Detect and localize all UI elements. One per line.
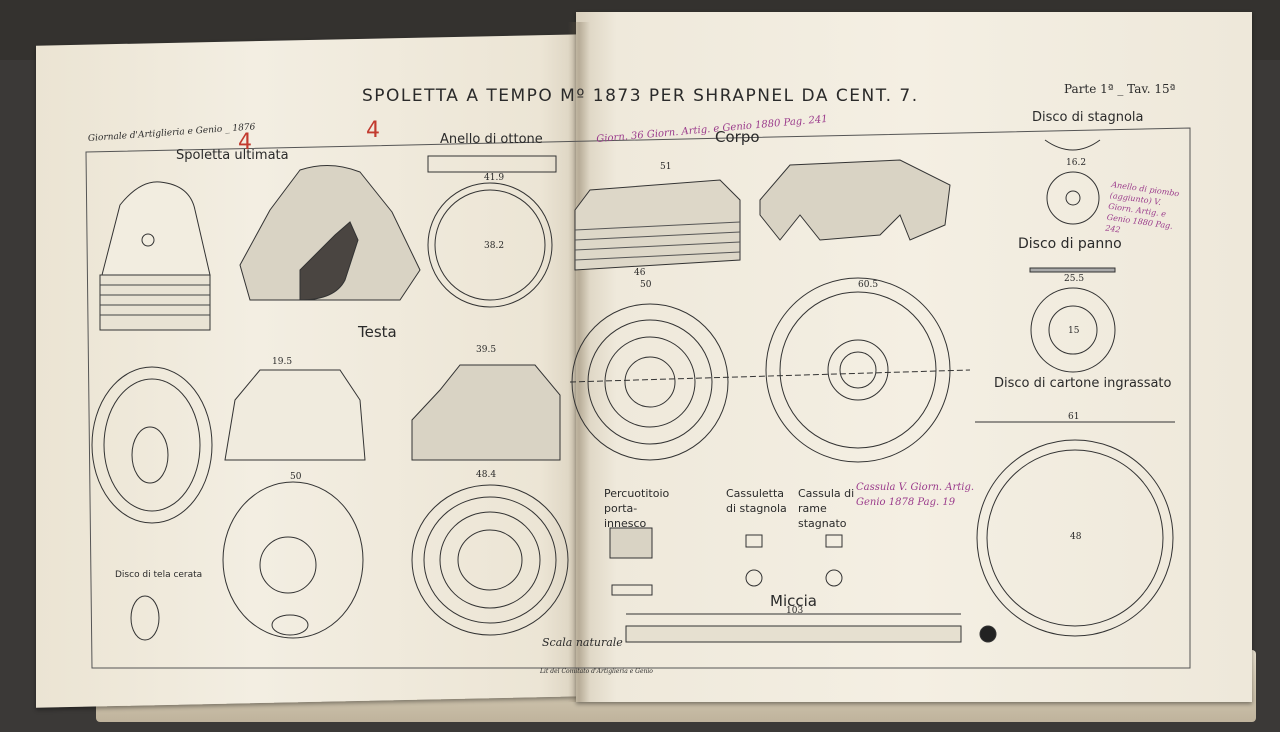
dim-38-2: 38.2 [484, 241, 505, 251]
handwritten-note-disco: Anello di piombo (aggiunto) V. Giorn. Ar… [1104, 179, 1180, 235]
label-disco-cartone: Disco di cartone ingrassato [994, 376, 1172, 391]
label-cassula-rame: Cassula di rame stagnato [798, 487, 855, 530]
label-disco-panno: Disco di panno [1018, 236, 1122, 252]
dim-46: 46 [634, 268, 646, 278]
label-cassuletta-stagnola: Cassuletta di stagnola [726, 487, 787, 515]
label-corpo: Corpo [715, 128, 760, 146]
red-mark-2: 4 [366, 118, 380, 143]
red-mark-1: 4 [238, 130, 252, 155]
dim-103: 103 [786, 606, 804, 616]
dim-50b: 50 [290, 472, 302, 482]
printer-credit: Lit del Comitato d'Artiglieria e Genio [540, 668, 653, 675]
dim-50: 50 [640, 280, 652, 290]
dim-48-4: 48.4 [476, 470, 497, 480]
dim-39-5: 39.5 [476, 345, 497, 355]
right-page [576, 12, 1252, 702]
label-spoletta-ultimata: Spoletta ultimata [176, 148, 289, 163]
plate-title: SPOLETTA A TEMPO Mº 1873 PER SHRAPNEL DA… [362, 86, 919, 106]
open-book [36, 12, 1252, 708]
book-gutter [568, 22, 590, 702]
plate-number: Parte 1ª _ Tav. 15ª [1064, 82, 1176, 96]
handwritten-note-cassula: Cassula V. Giorn. Artig. Genio 1878 Pag.… [856, 482, 975, 508]
label-percuotitoio: Percuotitoio porta-innesco [604, 487, 670, 530]
dim-16-2: 16.2 [1066, 158, 1087, 168]
label-miccia: Miccia [770, 592, 817, 610]
dim-25-5: 25.5 [1064, 274, 1085, 284]
label-testa: Testa [358, 323, 397, 341]
dim-41-9: 41.9 [484, 173, 505, 183]
dim-48: 48 [1070, 532, 1082, 542]
label-scale: Scala naturale [542, 636, 623, 649]
dim-61: 61 [1068, 412, 1080, 422]
dim-51: 51 [660, 162, 672, 172]
label-disco-stagnola: Disco di stagnola [1032, 110, 1144, 125]
dim-19-5: 19.5 [272, 357, 293, 367]
label-disco-tela: Disco di tela cerata [115, 570, 203, 580]
dim-60-5: 60.5 [858, 280, 879, 290]
label-anello-ottone: Anello di ottone [440, 132, 543, 147]
dim-15: 15 [1068, 326, 1080, 336]
